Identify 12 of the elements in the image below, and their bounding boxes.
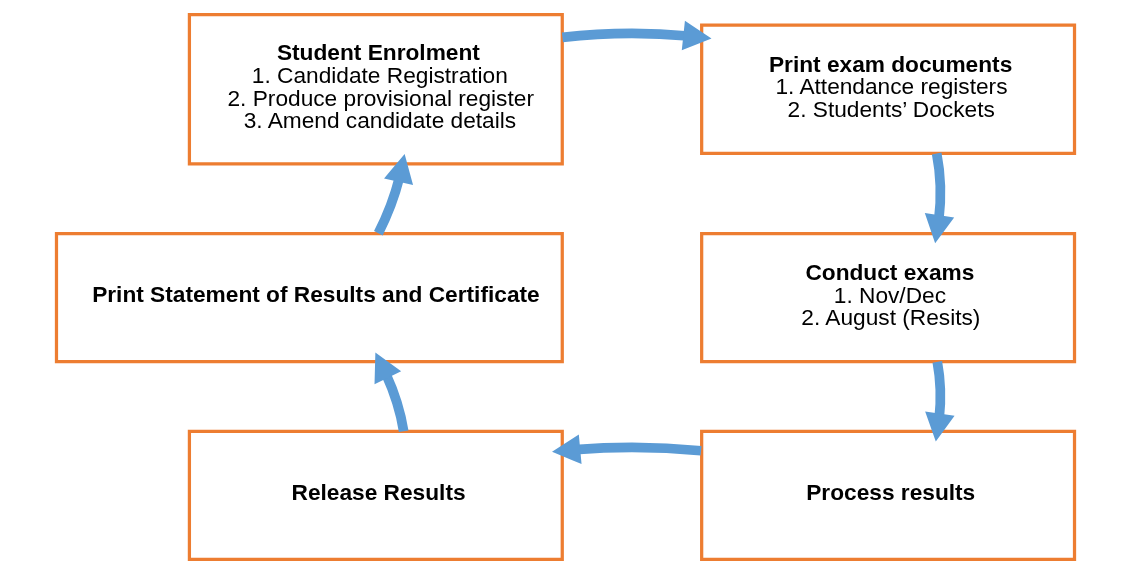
node-box: Conduct exams 1. Nov/Dec 2. August (Resits)	[699, 231, 1076, 364]
arrow	[374, 352, 408, 432]
node-box: Process results	[699, 429, 1076, 561]
node-box: Student Enrolment 1. Candidate Registration 2. Produce provisional register 3. Amend candidate details	[187, 13, 564, 166]
node-box: Release Results	[187, 429, 564, 561]
arrow	[551, 434, 702, 464]
arrow	[924, 360, 955, 442]
node-box: Print Statement of Results and Certificate	[54, 231, 564, 364]
arrow	[373, 154, 413, 236]
node-box: Print exam documents 1. Attendance registers 2. Students’ Dockets	[699, 23, 1076, 155]
arrow	[924, 152, 954, 244]
arrow	[561, 20, 711, 51]
